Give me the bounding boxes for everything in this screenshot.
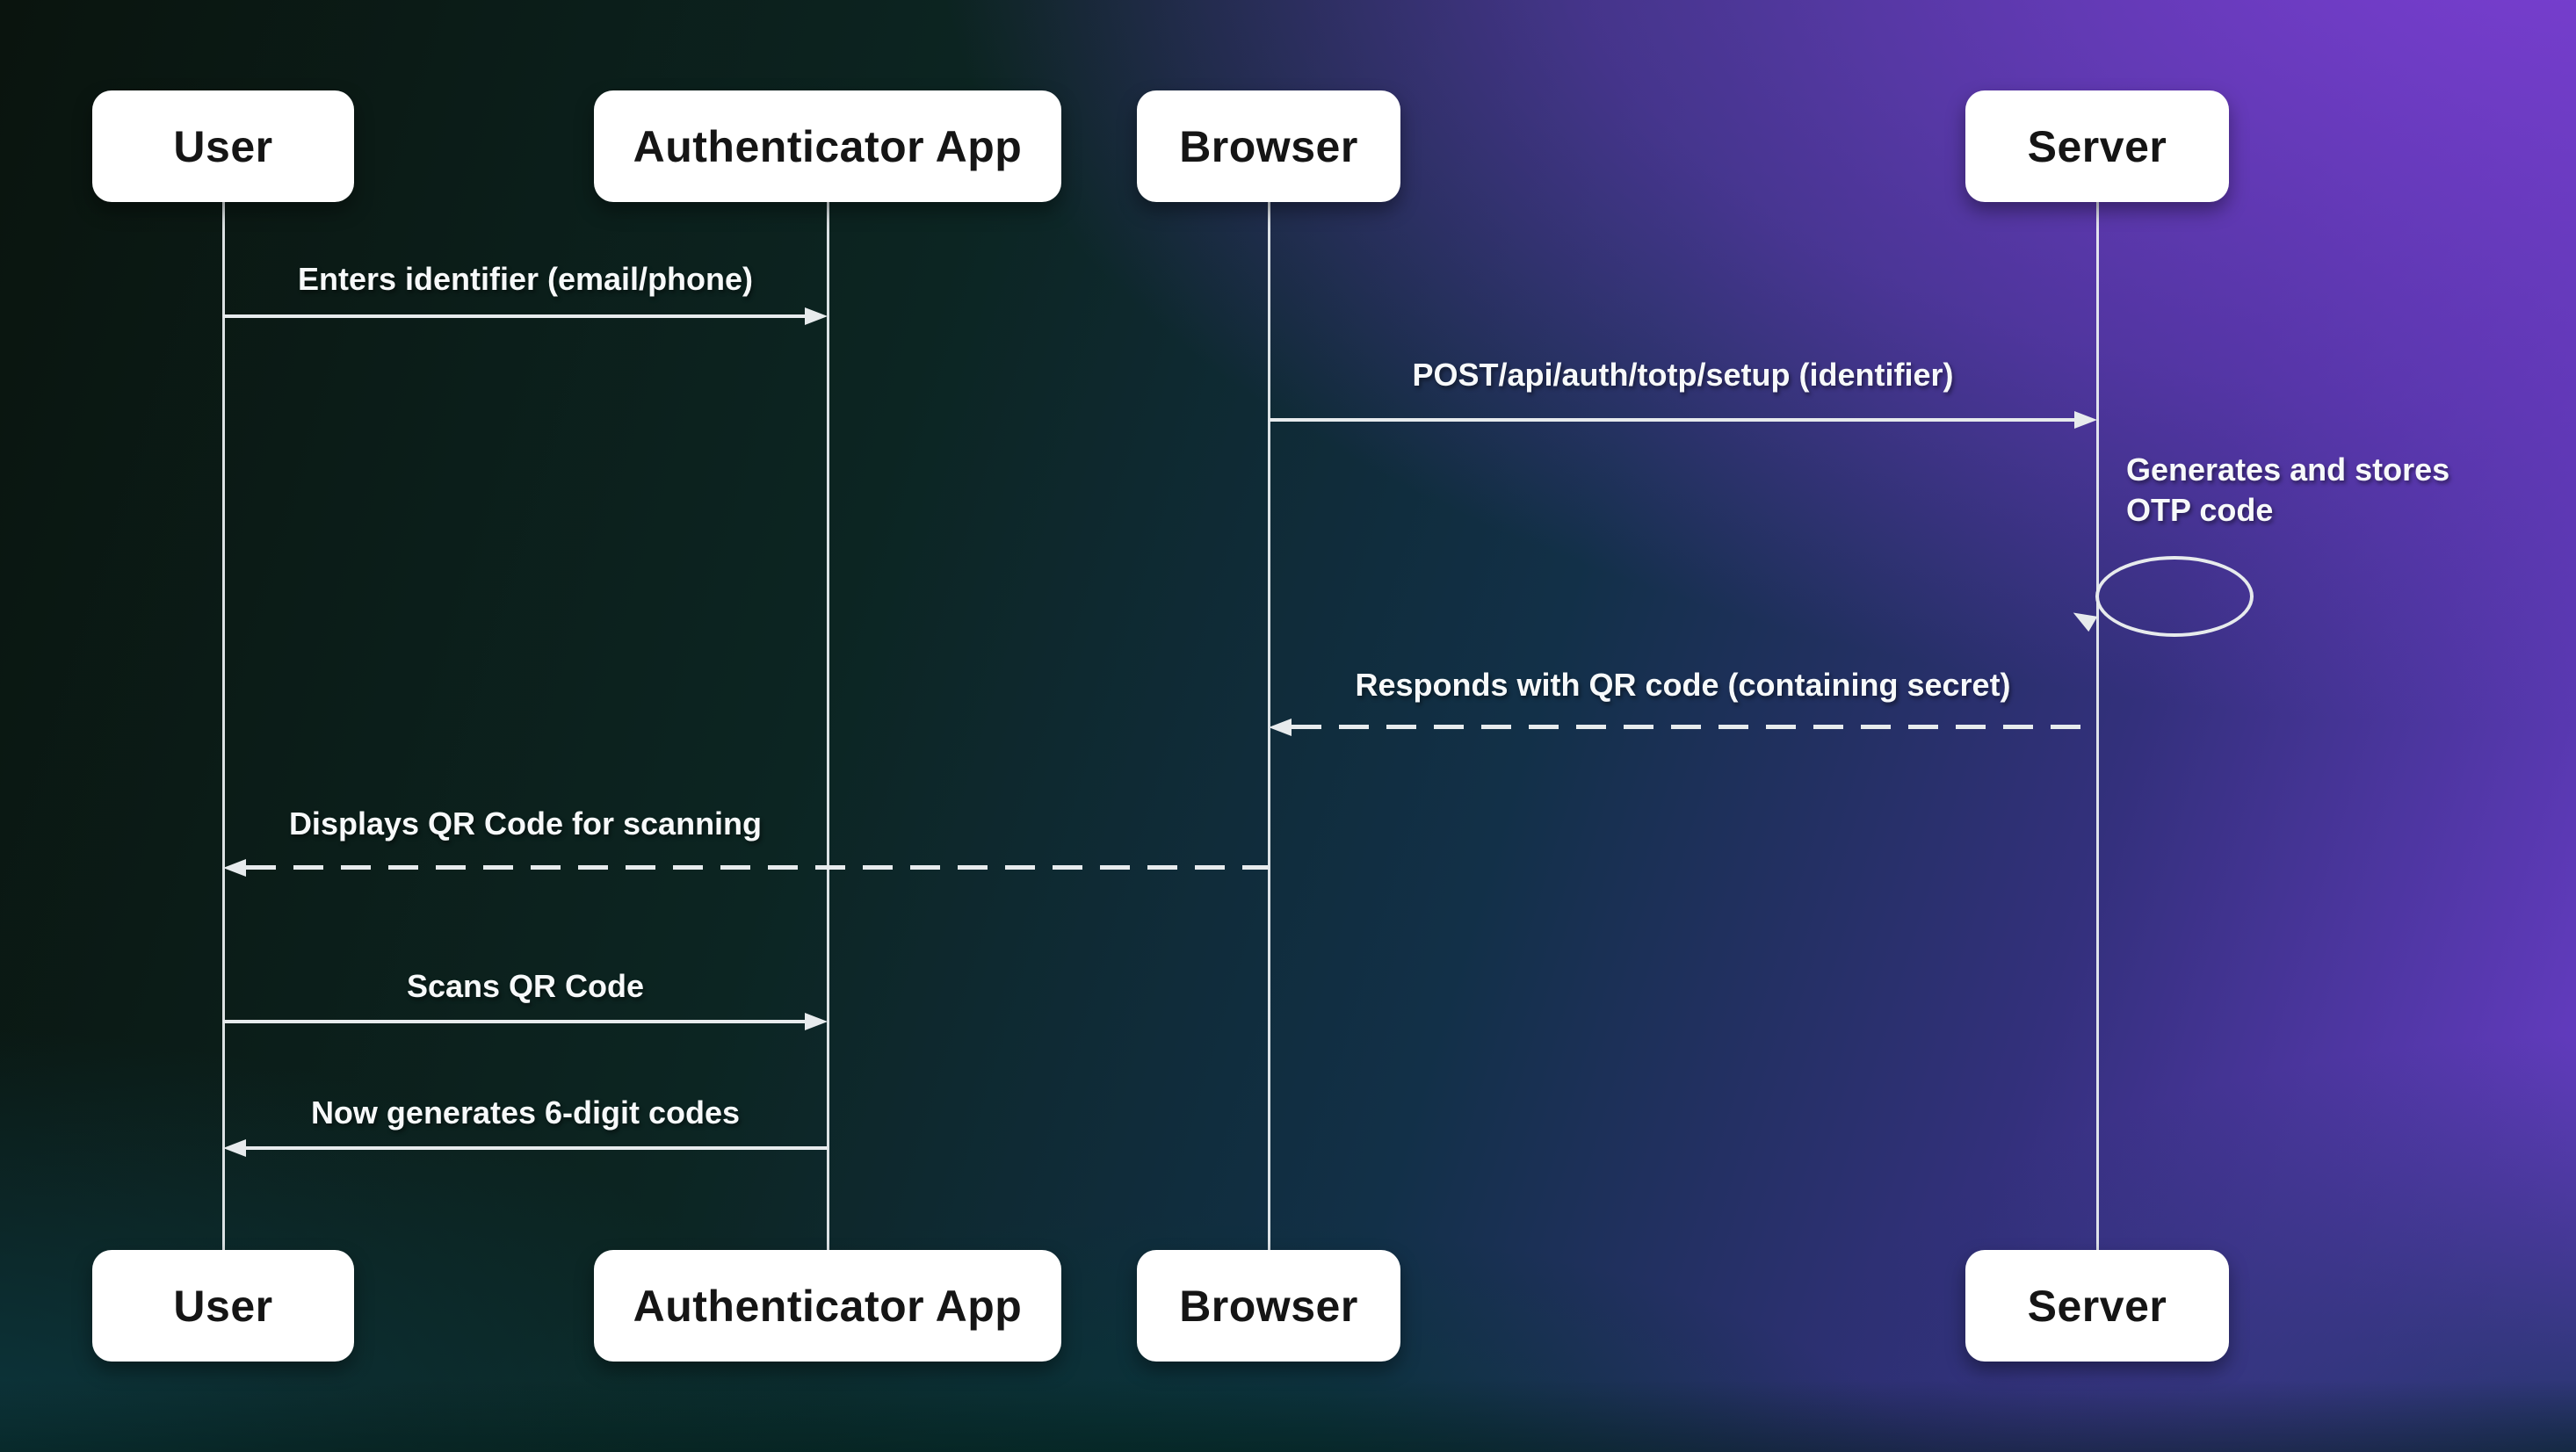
lifeline-user xyxy=(221,202,225,1250)
actor-label-server: Server xyxy=(2027,1281,2167,1331)
message-label: Displays QR Code for scanning xyxy=(288,805,763,842)
message-dashed-line xyxy=(246,865,1269,870)
arrowhead-left-icon xyxy=(223,859,246,877)
actor-label-authenticator: Authenticator App xyxy=(633,1281,1023,1331)
actor-label-user: User xyxy=(173,121,273,171)
lifeline-server xyxy=(2095,202,2099,1250)
message-arrow-line xyxy=(223,314,805,318)
arrowhead-left-icon xyxy=(1269,719,1292,736)
actor-box-server-top: Server xyxy=(1965,90,2229,202)
message-label: Scans QR Code xyxy=(406,968,645,1004)
arrowhead-right-icon xyxy=(2074,411,2097,429)
arrowhead-left-icon xyxy=(223,1139,246,1157)
actor-box-user-bottom: User xyxy=(92,1250,354,1362)
actor-box-authenticator-top: Authenticator App xyxy=(594,90,1061,202)
actor-label-user: User xyxy=(173,1281,273,1331)
message-arrow-line xyxy=(223,1020,805,1023)
actor-box-authenticator-bottom: Authenticator App xyxy=(594,1250,1061,1362)
actor-box-browser-top: Browser xyxy=(1137,90,1400,202)
actor-label-server: Server xyxy=(2027,121,2167,171)
lifeline-authenticator-app xyxy=(826,202,829,1250)
actor-label-browser: Browser xyxy=(1179,1281,1358,1331)
message-label: POST/api/auth/totp/setup (identifier) xyxy=(1412,357,1954,393)
arrowhead-right-icon xyxy=(805,1013,828,1030)
message-arrow-line xyxy=(1269,418,2074,422)
message-label: Generates and stores OTP code xyxy=(2126,451,2450,528)
actor-label-authenticator: Authenticator App xyxy=(633,121,1023,171)
message-label: Responds with QR code (containing secret… xyxy=(1355,667,2011,703)
message-arrow-line xyxy=(246,1146,828,1150)
actor-box-browser-bottom: Browser xyxy=(1137,1250,1400,1362)
message-label: Now generates 6-digit codes xyxy=(310,1094,741,1131)
self-loop-ellipse xyxy=(2095,556,2254,637)
message-label: Enters identifier (email/phone) xyxy=(297,261,754,297)
arrowhead-left-icon xyxy=(2068,604,2098,632)
actor-box-server-bottom: Server xyxy=(1965,1250,2229,1362)
message-dashed-line xyxy=(1292,725,2097,729)
arrowhead-right-icon xyxy=(805,307,828,325)
actor-label-browser: Browser xyxy=(1179,121,1358,171)
actor-box-user-top: User xyxy=(92,90,354,202)
